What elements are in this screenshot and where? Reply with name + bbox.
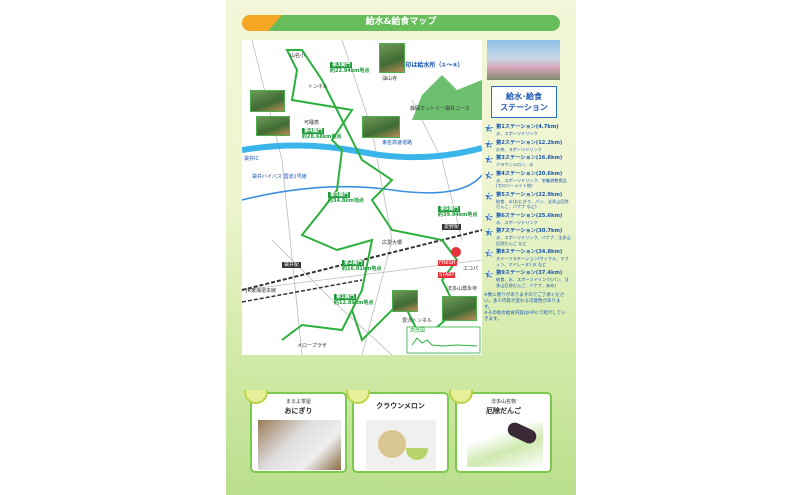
station-number: 4 — [488, 172, 492, 179]
station-desc: 水、スポーツドリンク — [496, 131, 538, 136]
photo-castle — [362, 116, 400, 138]
star-icon: ★ — [484, 122, 494, 135]
label-ic: 袋井IC — [244, 156, 259, 162]
section-header: 給水&給食マップ — [242, 15, 560, 31]
station-title: 第3ステーション(16.6km) — [496, 155, 563, 161]
station-title: 第7ステーション(30.7km) — [496, 228, 563, 234]
label-ecopa: エコパ — [463, 266, 479, 272]
gate-6: 第6関門約39.94km地点 — [438, 206, 478, 218]
melon-photo — [366, 420, 436, 470]
station-number: 1 — [488, 126, 492, 132]
station-item: ★6 第6ステーション(25.6km)水、スポーツドリンク — [484, 210, 574, 226]
card-dango: 法多山名物厄除だんご — [449, 390, 552, 473]
gate-5: 第5関門約34.8km地点 — [328, 192, 364, 204]
station-desc: 水、スポーツドリンク、栄養調整食品(カロリーメイト他) — [496, 177, 567, 189]
star-icon: ★ — [484, 137, 494, 151]
photo-garden — [256, 116, 290, 136]
gate-2: 第2関門約16.01km地点 — [342, 260, 382, 272]
photo-temple — [379, 43, 405, 73]
card-sub: 法多山名物 — [490, 399, 516, 405]
station-item: ★2 第2ステーション(12.2km)お茶、スポーツドリンク — [484, 137, 574, 153]
label-tunnel: トンネル — [308, 84, 328, 90]
station-title: 第8ステーション(34.8km) — [496, 249, 563, 255]
label-yamanashi: 山名小 — [290, 53, 306, 59]
station-number: 6 — [488, 214, 492, 221]
station-desc: お茶、スポーツドリンク — [496, 146, 542, 152]
station-title: 第6ステーション(25.6km) — [496, 212, 563, 219]
card-onigiri: まるよ茶屋おにぎり — [244, 390, 347, 473]
station-number: 3 — [488, 157, 492, 163]
station-desc: 給食、水、スポーツドリンク(パン、法多山厄除だんご、バナナ、あめ) — [496, 277, 569, 288]
label-bridge: 広愛大橋 — [382, 240, 403, 246]
photo-hokkaido — [442, 296, 477, 321]
station-number: 9 — [488, 272, 492, 278]
dango-photo — [467, 420, 543, 467]
station-title: 第5ステーション(22.9km) — [496, 191, 563, 198]
label-start: START — [438, 272, 456, 278]
station-desc: スイーツステーション(ワッフル、マフィン、マドレーヌ) 水 など — [496, 256, 569, 267]
card-title: 厄除だんご — [486, 407, 521, 415]
station-number: 5 — [488, 193, 492, 200]
station-item: ★1 第1ステーション(4.7km)水、スポーツドリンク — [484, 122, 574, 137]
star-icon: ★ — [484, 268, 494, 281]
station-desc: 給食、水(おにぎり、パン、法多山厄除だんご、バナナ など) — [496, 198, 569, 210]
station-desc: 水、スポーツドリンク、バナナ、法多山厄除だんご など — [496, 235, 571, 246]
photo-gate — [392, 290, 418, 312]
note-1: ※数に限りがありますのでご了承ください。多少内容が変わる可能性があります。 — [484, 293, 565, 310]
card-sub: まるよ茶屋 — [285, 399, 311, 405]
note-2: ※その他の給食内容はHPにて紹介していきます。 — [484, 311, 566, 322]
station-number: 7 — [488, 230, 492, 236]
label-elevation: 高低図 — [410, 328, 426, 334]
station-desc: 水、スポーツドリンク — [496, 219, 538, 225]
station-number: 8 — [488, 251, 492, 257]
star-icon: ★ — [484, 153, 494, 166]
star-icon: ★ — [484, 168, 494, 182]
station-item: ★4 第4ステーション(20.6km)水、スポーツドリンク、栄養調整食品(カロリー… — [484, 168, 574, 189]
label-tunnel2: 豊沢トンネル — [402, 318, 432, 324]
label-hokkaido: 法多山尊永寺 — [447, 286, 478, 292]
label-plaza: メロープラザ — [297, 343, 327, 349]
station-item: ★5 第5ステーション(22.9km)給食、水(おにぎり、パン、法多山厄除だんご、… — [484, 189, 574, 210]
course-map: 袋井IC 袋井バイパス 国道1号線 東名高速道路 トンネル 静岡カントリー袋井コ… — [242, 40, 482, 355]
label-temple: 油山寺 — [382, 76, 398, 82]
station-desc: クラウンメロン、水 — [496, 162, 534, 167]
label-fukuroi-station: 袋井駅 — [282, 262, 302, 268]
gate-4: 第4関門約28.68km地点 — [302, 128, 342, 140]
station-number: 2 — [488, 141, 492, 148]
card-title: クラウンメロン — [376, 402, 425, 410]
section-title: 給水&給食マップ — [365, 17, 437, 27]
card-melon: クラウンメロン — [346, 390, 449, 473]
label-kasai: 可睡斎 — [304, 120, 320, 126]
label-finish: FINISH — [438, 260, 457, 266]
station-item: ★7 第7ステーション(30.7km)水、スポーツドリンク、バナナ、法多山厄除だん… — [484, 226, 574, 246]
station-title: 第1ステーション(4.7km) — [496, 124, 559, 130]
star-icon: ★ — [484, 247, 494, 260]
star-icon: ★ — [484, 189, 494, 203]
sidebar-title: 給水･給食ステーション — [491, 86, 557, 118]
station-item: ★9 第9ステーション(37.4km)給食、水、スポーツドリンク(パン、法多山厄除… — [484, 268, 574, 288]
station-title: 第4ステーション(20.6km) — [496, 170, 563, 177]
water-station-note: ☆印は給水所（①～⑨） — [400, 62, 464, 69]
runners-photo — [487, 40, 560, 80]
elevation-chart — [406, 326, 481, 354]
photo-kasai — [250, 90, 285, 112]
station-title: 第2ステーション(12.2km) — [496, 139, 563, 146]
label-aino-station: 愛野駅 — [442, 224, 462, 230]
label-jr: JR東海道本線 — [246, 288, 276, 294]
onigiri-photo — [258, 420, 341, 470]
gate-3: 第3関門約22.94km地点 — [330, 62, 370, 74]
star-icon: ★ — [484, 226, 494, 239]
station-item: ★8 第8ステーション(34.8km)スイーツステーション(ワッフル、マフィン、マ… — [484, 247, 574, 267]
card-title: おにぎり — [284, 407, 313, 415]
star-icon: ★ — [484, 210, 494, 224]
label-country: 静岡カントリー袋井コース — [410, 106, 470, 112]
label-tomei: 東名高速道路 — [382, 140, 413, 146]
sidebar-notes: ※数に限りがありますのでご了承ください。多少内容が変わる可能性があります。※その… — [484, 293, 566, 323]
label-bypass: 袋井バイパス 国道1号線 — [252, 174, 307, 180]
gate-1: 第1関門約12.89km地点 — [334, 294, 374, 306]
station-item: ★3 第3ステーション(16.6km)クラウンメロン、水 — [484, 153, 574, 168]
station-title: 第9ステーション(37.4km) — [496, 270, 563, 276]
